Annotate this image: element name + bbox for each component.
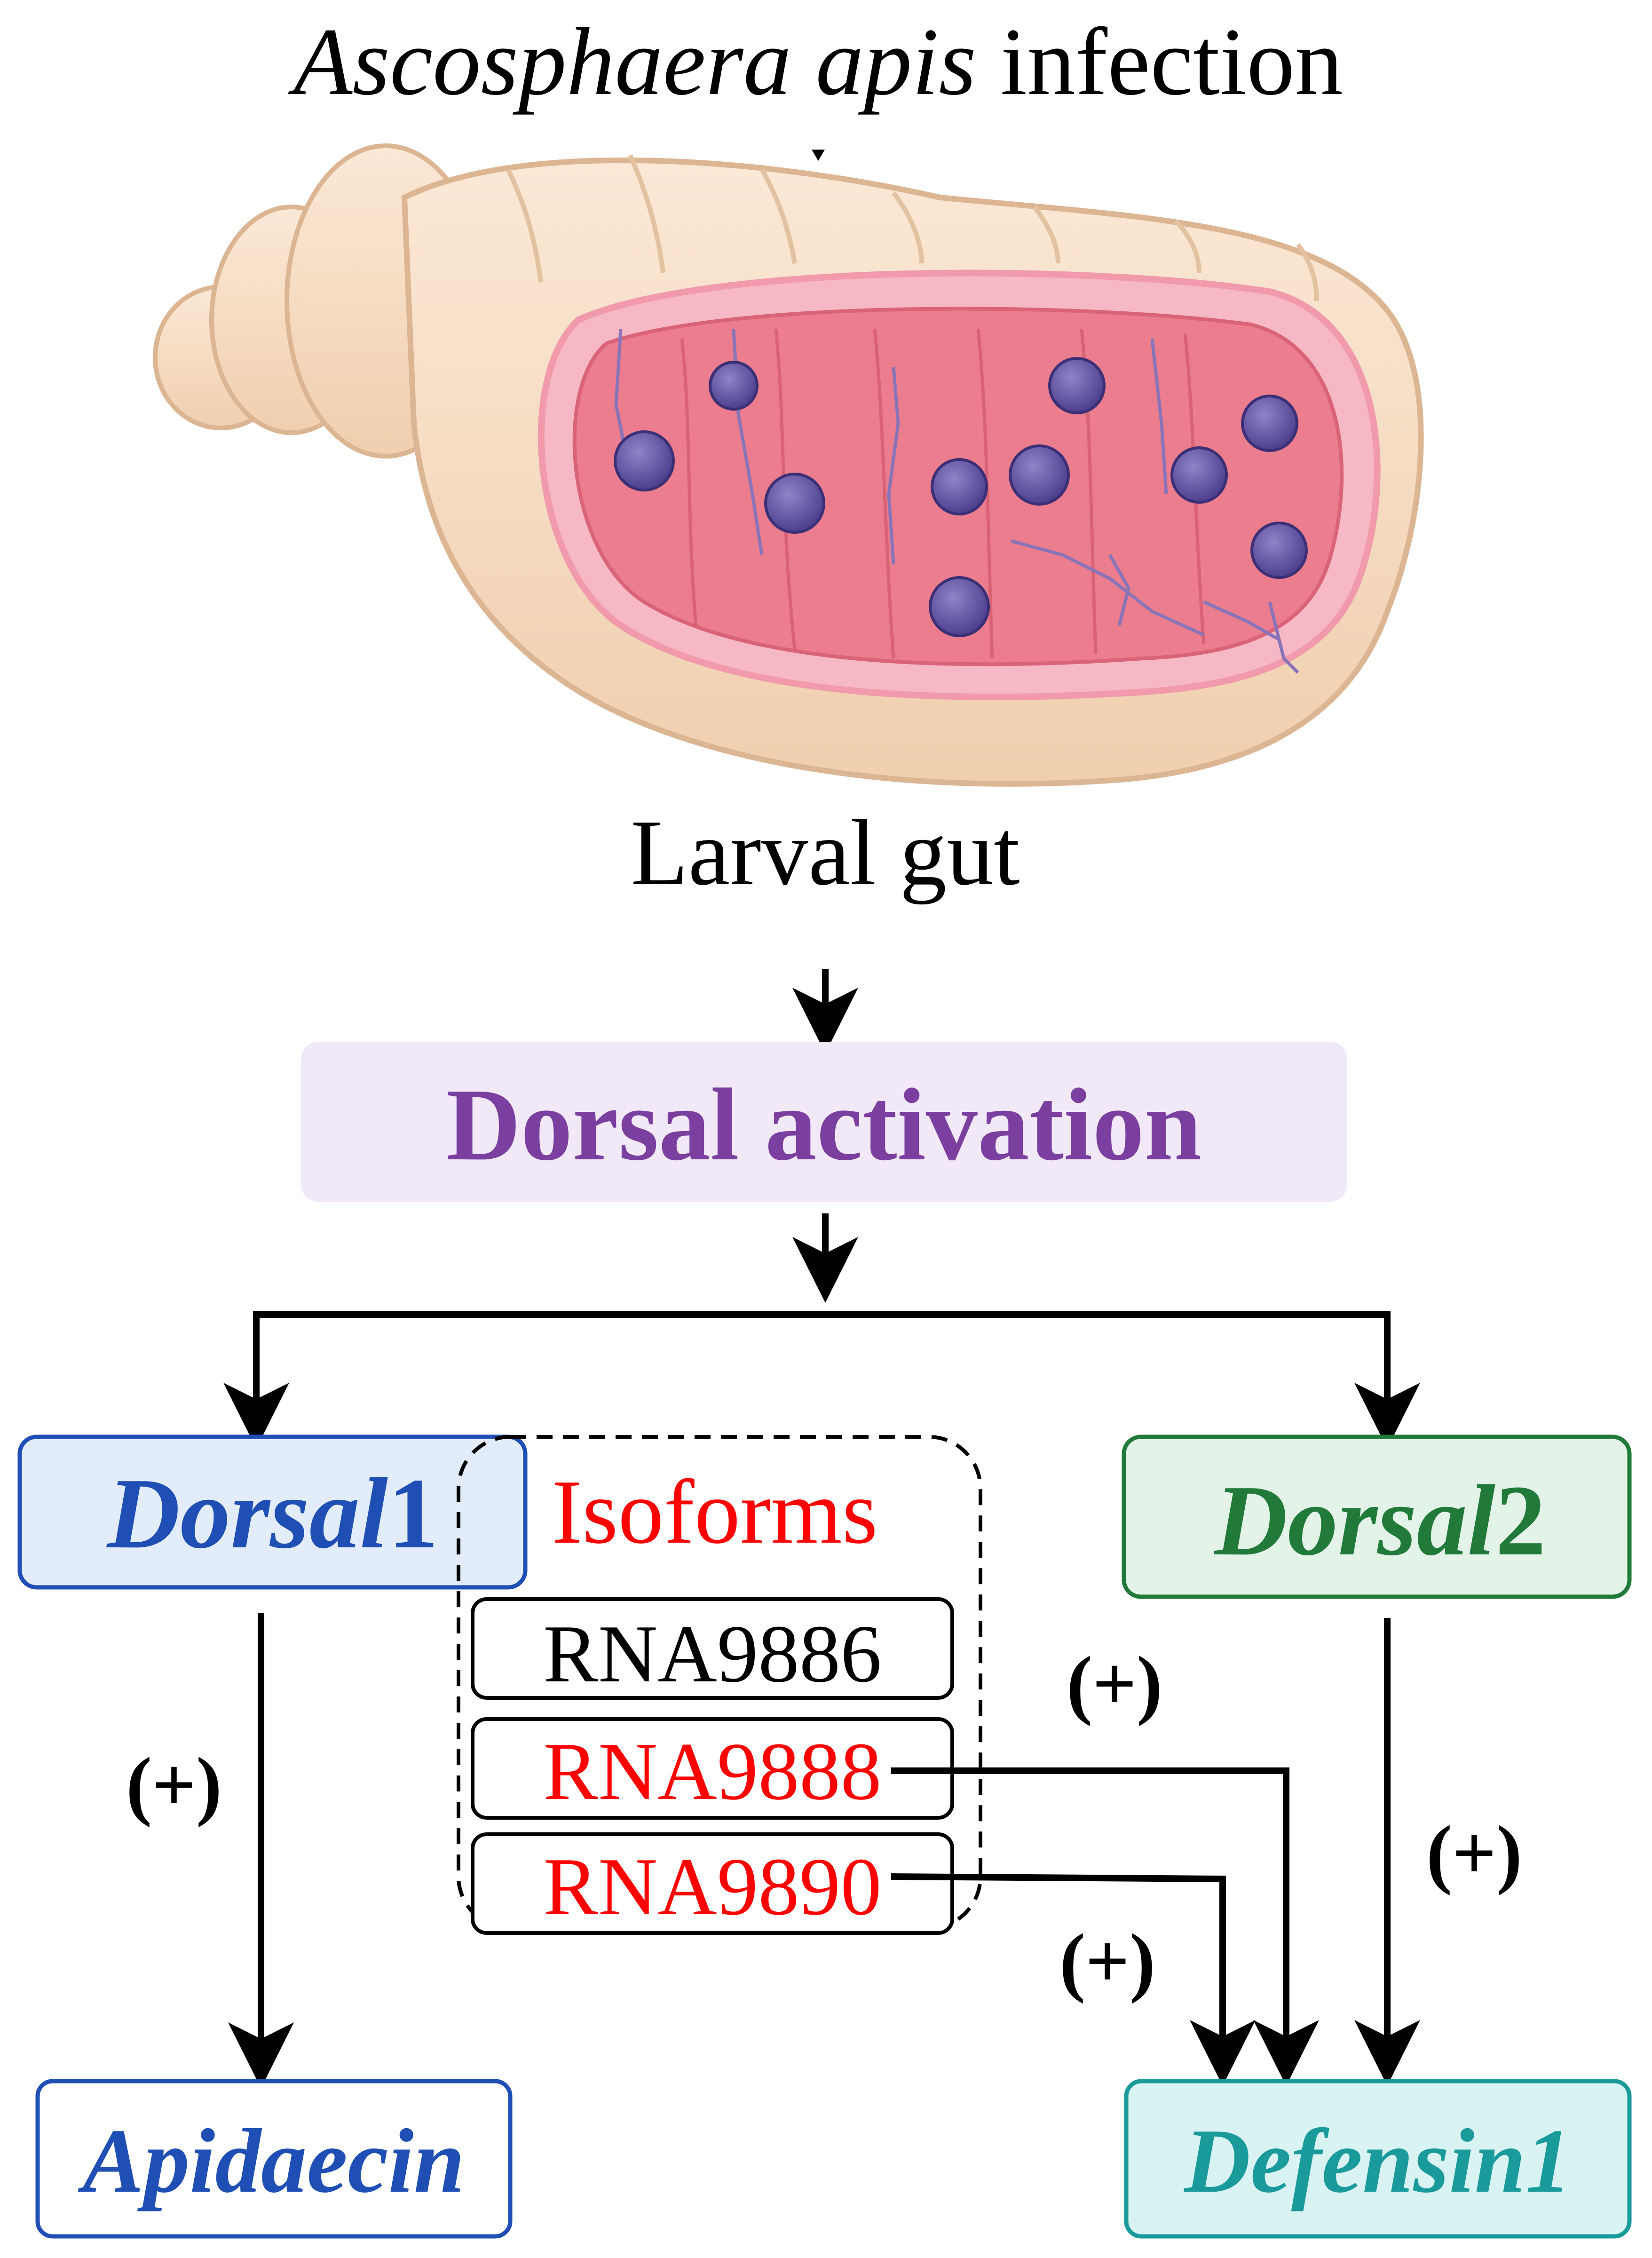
- apidaecin-box: [35, 2079, 513, 2239]
- larval-gut-label: Larval gut: [631, 801, 1020, 905]
- dorsal-activation-label: Dorsal activation: [446, 1067, 1201, 1182]
- isoforms-group: [457, 1435, 982, 1930]
- dorsal2-name: Dorsal: [1214, 1464, 1496, 1577]
- isoforms-title: Isoforms: [552, 1461, 877, 1563]
- rna9890-defensin1-regulation: (+): [1059, 1918, 1155, 2004]
- isoform-label-rna9886: RNA9886: [543, 1608, 881, 1699]
- dorsal1-label: Dorsal1: [106, 1457, 439, 1569]
- apidaecin-label: Apidaecin: [78, 2110, 465, 2212]
- pointer-triangle-icon: [812, 150, 825, 161]
- infection-title: Ascosphaera apis infection: [288, 8, 1343, 115]
- rna9888-to-defensin1-arrow: [891, 1767, 1319, 2086]
- dorsal2-defensin1-regulation: (+): [1426, 1810, 1522, 1896]
- isoform-box-rna9890: [471, 1832, 954, 1935]
- dorsal1-name: Dorsal: [106, 1457, 388, 1569]
- branch-connector: [253, 1311, 1420, 1449]
- rna9890-to-defensin1-arrow: [891, 1873, 1256, 2086]
- isoform-label-rna9888: RNA9888: [543, 1726, 881, 1817]
- infection-word: infection: [976, 8, 1343, 115]
- dorsal1-apidaecin-regulation: (+): [126, 1742, 222, 1828]
- dorsal1-box: [17, 1434, 528, 1590]
- species-name: Ascosphaera apis: [288, 8, 976, 115]
- isoform-box-rna9886: [471, 1597, 954, 1700]
- dorsal1-number: 1: [388, 1457, 439, 1569]
- dorsal2-number: 2: [1495, 1464, 1546, 1577]
- dorsal2-label: Dorsal2: [1214, 1464, 1546, 1577]
- isoform-label-rna9890: RNA9890: [543, 1841, 881, 1932]
- defensin1-box: [1124, 2079, 1632, 2239]
- rna9888-defensin1-regulation: (+): [1067, 1640, 1162, 1727]
- dorsal2-box: [1122, 1434, 1632, 1599]
- larval-gut-illustration: [153, 143, 1424, 787]
- dorsal-activation-box: [301, 1042, 1347, 1202]
- defensin1-label: Defensin1: [1183, 2110, 1571, 2212]
